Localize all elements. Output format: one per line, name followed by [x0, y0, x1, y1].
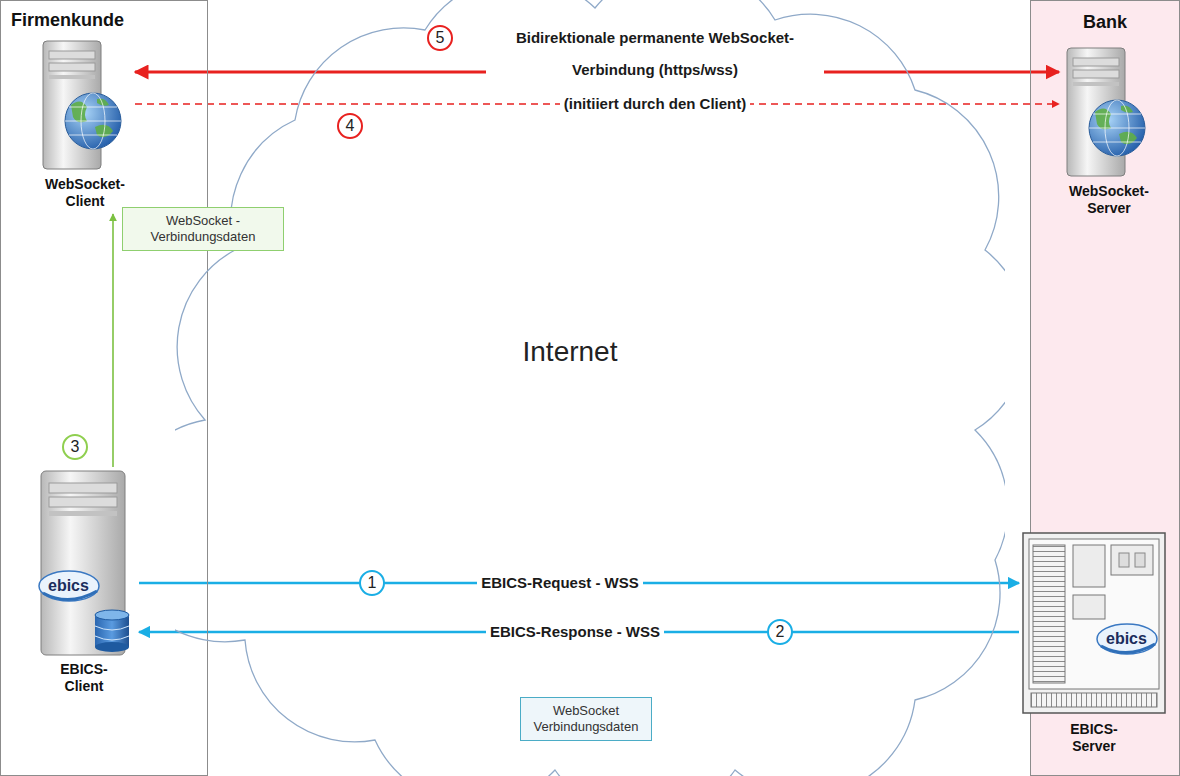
drive-bay — [49, 51, 95, 59]
rack-front — [1029, 539, 1159, 689]
logo-text: ebics — [48, 577, 89, 595]
handover-arrow — [112, 214, 114, 467]
bank-ground — [1030, 0, 1180, 776]
rack-module — [1111, 545, 1153, 575]
drive-bay — [1073, 82, 1119, 86]
callout-number: 4 — [337, 113, 363, 139]
bank-panel: Bank WebSocket- Server ebicsEBICS- Serve… — [1030, 0, 1180, 776]
edge-label: (initiiert durch den Client) — [560, 94, 751, 114]
callout-number: 2 — [767, 619, 793, 645]
callout-number: 3 — [62, 434, 88, 460]
rack-module — [1119, 553, 1129, 567]
globe — [1089, 100, 1145, 156]
edge-label: EBICS-Request - WSS — [477, 573, 643, 593]
drive-bay — [1073, 70, 1119, 78]
edge-label: Bidirektionale permanente WebSocket- Ver… — [486, 22, 824, 86]
internet-cloud: InternetWebSocket Verbindungsdaten — [175, 0, 1005, 776]
connection-data-note: WebSocket - Verbindungsdaten — [122, 207, 284, 251]
server-rack — [1023, 533, 1165, 713]
ebics-logo — [39, 571, 99, 601]
rack-module — [1073, 595, 1105, 619]
database — [95, 626, 129, 640]
rack-module — [1135, 553, 1145, 567]
database — [95, 642, 129, 652]
ebics-client-icon — [29, 469, 139, 659]
box-text: WebSocket Verbindungsdaten — [527, 703, 645, 735]
ebics-client: ebicsEBICS- Client — [29, 469, 139, 695]
server-label: WebSocket- Server — [1063, 183, 1155, 217]
rack-module — [1073, 545, 1105, 587]
web-server-icon — [35, 39, 125, 174]
vent — [1031, 693, 1157, 707]
websocket-client: WebSocket- Client — [35, 39, 135, 210]
drive-bay — [49, 483, 117, 493]
panel-title: Bank — [1031, 11, 1179, 33]
globe — [65, 93, 121, 149]
box-text: WebSocket - Verbindungsdaten — [129, 213, 277, 245]
drive-bay — [49, 497, 117, 507]
globe-parallels — [1089, 114, 1145, 142]
callout-number: 5 — [427, 25, 453, 51]
drive-bay — [49, 75, 95, 79]
database — [95, 610, 129, 620]
ebics-logo — [1097, 624, 1157, 654]
drive-bay — [49, 63, 95, 71]
globe-parallels — [65, 107, 121, 135]
cloud-path — [175, 0, 1005, 776]
websocket-server: WebSocket- Server — [1059, 46, 1159, 217]
cloud-outline — [175, 0, 1005, 776]
panel-title: Firmenkunde — [11, 9, 217, 31]
web-server-icon — [1059, 46, 1149, 181]
server-label: WebSocket- Client — [39, 176, 131, 210]
ebics-server-icon — [1019, 529, 1169, 719]
globe-land — [1095, 106, 1137, 145]
drive-bay — [49, 511, 117, 516]
callout-number: 1 — [359, 570, 385, 596]
logo-text: ebics — [1106, 630, 1147, 648]
customer-panel: Firmenkunde WebSocket- Client ebicsEBICS… — [0, 0, 208, 776]
connection-data-box: WebSocket Verbindungsdaten — [520, 697, 652, 741]
cloud-label: Internet — [523, 336, 618, 368]
vent — [1033, 545, 1065, 683]
server-label: EBICS- Client — [49, 661, 119, 695]
ebics-server: ebicsEBICS- Server — [1019, 529, 1169, 755]
edge-label: EBICS-Response - WSS — [486, 622, 664, 642]
globe-land — [71, 99, 113, 138]
server-label: EBICS- Server — [1059, 721, 1129, 755]
drive-bay — [1073, 58, 1119, 66]
